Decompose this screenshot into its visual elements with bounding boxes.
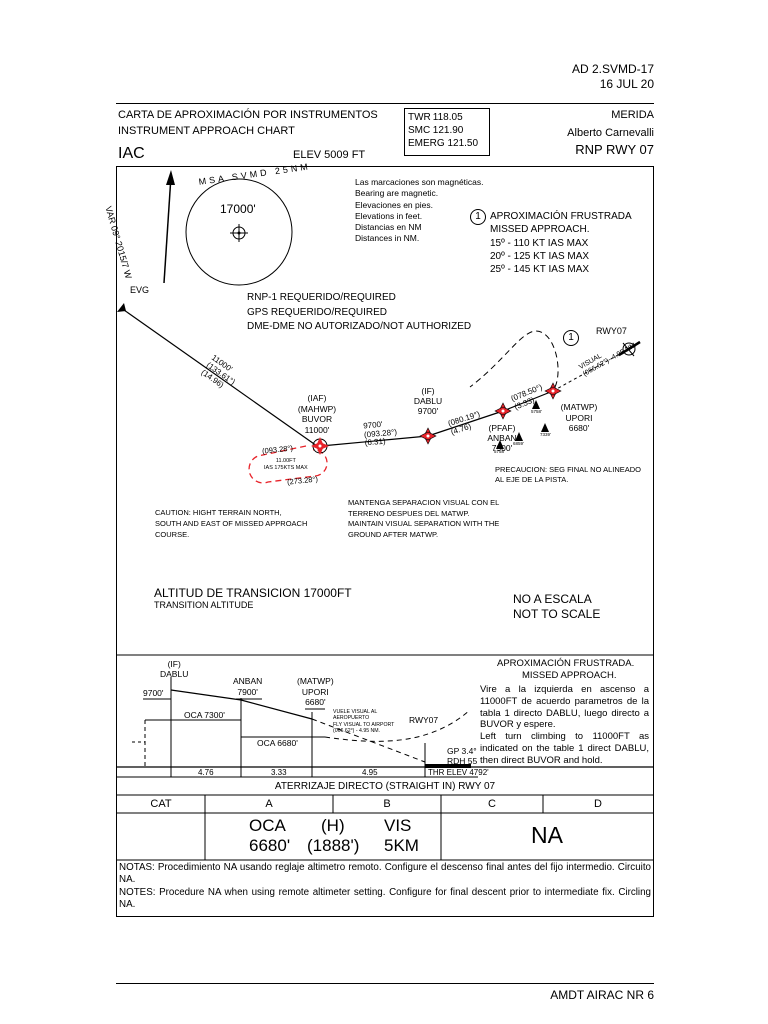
frequency-box: TWR 118.05 SMC 121.90 EMERG 121.50 bbox=[404, 108, 490, 156]
leg-dablu-anban bbox=[427, 410, 504, 437]
minima-h-value: (1888') bbox=[307, 836, 360, 855]
bearing-notes: Las marcaciones son magnéticas. Bearing … bbox=[355, 177, 484, 244]
evg-label: EVG bbox=[130, 285, 150, 295]
precaution-note: PRECAUCION: SEG FINAL NO ALINEADO AL EJE… bbox=[495, 465, 642, 484]
title-en: INSTRUMENT APPROACH CHART bbox=[118, 125, 295, 137]
iac-label: IAC bbox=[118, 145, 145, 162]
procedure-name: RNP RWY 07 bbox=[575, 142, 654, 157]
header-top-rule bbox=[116, 103, 654, 104]
minima-na: NA bbox=[531, 822, 563, 848]
notes-en: NOTES: Procedure NA when using remote al… bbox=[119, 887, 651, 911]
minima-cat-header: CAT bbox=[150, 798, 172, 810]
runway-label: RWY07 bbox=[596, 326, 627, 336]
page-date: 16 JUL 20 bbox=[599, 77, 654, 91]
leg-anban-upori bbox=[502, 390, 554, 412]
profile-oca-7300: OCA 7300' bbox=[184, 710, 225, 720]
missed-approach-path bbox=[469, 330, 559, 388]
terrain-caution: CAUTION: HIGHT TERRAIN NORTH, SOUTH AND … bbox=[155, 508, 308, 539]
obstacle-label-3: 6859' bbox=[513, 441, 524, 446]
scale-note: NO A ESCALA NOT TO SCALE bbox=[513, 592, 601, 621]
rnp-requirements: RNP-1 REQUERIDO/REQUIRED GPS REQUERIDO/R… bbox=[247, 292, 472, 332]
msa-center-symbol bbox=[230, 224, 248, 242]
missed-instructions-es: Vire a la izquierda en ascenso a 11000FT… bbox=[480, 684, 649, 731]
msa-circle bbox=[185, 178, 293, 286]
obstacle-label-2: 7339' bbox=[540, 432, 551, 437]
north-arrow-icon bbox=[163, 170, 175, 284]
page-ref: AD 2.SVMD-17 bbox=[571, 62, 654, 76]
elevation: ELEV 5009 FT bbox=[293, 149, 366, 161]
anban-fix-symbol bbox=[494, 402, 512, 420]
minima-cat-c: C bbox=[488, 798, 496, 810]
airport-name: Alberto Carnevalli bbox=[567, 127, 654, 139]
hold-restrictions: 11.00FT IAS 175KTS MAX bbox=[264, 458, 308, 471]
runway-symbol bbox=[618, 340, 641, 357]
freq-smc: SMC 121.90 bbox=[408, 125, 464, 136]
missed-mark-circle: 1 bbox=[563, 330, 579, 346]
profile-missed-title-es: APROXIMACIÓN FRUSTRADA. bbox=[497, 658, 635, 669]
profile-anban: ANBAN 7900' bbox=[233, 676, 263, 697]
transition-altitude-en: TRANSITION ALTITUDE bbox=[154, 600, 254, 610]
minima-table-lines bbox=[117, 794, 653, 861]
minima-oca-label: OCA bbox=[249, 816, 286, 835]
minima-cat-a: A bbox=[265, 798, 273, 810]
minima-oca-value: 6680' bbox=[249, 836, 291, 855]
threshold-elevation: THR ELEV 4792' bbox=[428, 768, 489, 777]
profile-dist-3: 4.95 bbox=[362, 768, 378, 777]
freq-twr: TWR 118.05 bbox=[408, 112, 463, 123]
obstacle-label-1: 5758' bbox=[531, 409, 542, 414]
profile-dablu-alt: 9700' bbox=[143, 688, 164, 698]
leg2-labels: 9700' (093.28°) (6.31) bbox=[362, 419, 398, 448]
minima-vis-value: 5KM bbox=[384, 836, 419, 855]
profile-oca-6680: OCA 6680' bbox=[257, 738, 298, 748]
profile-fly-visual: VUELE VISUAL AL AEROPUERTO FLY VISUAL TO… bbox=[333, 709, 395, 735]
msa-altitude: 17000' bbox=[220, 202, 256, 216]
missed-instructions-en: Left turn climbing to 11000FT as indicat… bbox=[480, 731, 649, 766]
evg-marker bbox=[117, 303, 126, 312]
dablu-fix-symbol bbox=[419, 427, 437, 445]
profile-gp: GP 3.4° bbox=[447, 746, 477, 756]
minima-vis-label: VIS bbox=[384, 816, 412, 835]
profile-dist-1: 4.76 bbox=[198, 768, 214, 777]
upori-fix-symbol bbox=[544, 382, 562, 400]
holding-pattern bbox=[248, 445, 328, 484]
visual-segment bbox=[552, 349, 628, 392]
profile-dist-2: 3.33 bbox=[271, 768, 287, 777]
title-es: CARTA DE APROXIMACIÓN POR INSTRUMENTOS bbox=[118, 109, 378, 121]
profile-if-label: (IF) DABLU bbox=[160, 659, 189, 679]
buvor-fix-symbol bbox=[311, 437, 329, 455]
profile-rdh: RDH 55 bbox=[447, 756, 478, 766]
if-fix-label: (IF) DABLU 9700' bbox=[413, 386, 443, 416]
obstacle-label-4: 5758' bbox=[494, 449, 505, 454]
minima-cat-b: B bbox=[383, 798, 391, 810]
visual-separation-note: MANTENGA SEPARACION VISUAL CON EL TERREN… bbox=[348, 498, 500, 539]
missed-ref-circle: 1 bbox=[470, 209, 486, 225]
minima-cat-d: D bbox=[594, 798, 602, 810]
freq-emerg: EMERG 121.50 bbox=[408, 138, 479, 149]
footer-amendment: AMDT AIRAC NR 6 bbox=[550, 988, 654, 1002]
minima-h-label: (H) bbox=[321, 816, 345, 835]
pfaf-label: (PFAF) ANBAN 7900' bbox=[487, 423, 517, 453]
chart-frame bbox=[116, 166, 654, 917]
profile-graphics bbox=[117, 654, 653, 778]
city: MERIDA bbox=[611, 109, 654, 121]
missed-speed-block: APROXIMACIÓN FRUSTRADA MISSED APPROACH. … bbox=[490, 211, 632, 276]
leg-evg-buvor bbox=[123, 309, 318, 447]
profile-missed-title-en: MISSED APPROACH. bbox=[522, 670, 617, 681]
transition-altitude: ALTITUD DE TRANSICION 17000FT bbox=[154, 586, 352, 600]
minima-title: ATERRIZAJE DIRECTO (STRAIGHT IN) RWY 07 bbox=[274, 781, 496, 792]
profile-matwp: (MATWP) UPORI 6680' bbox=[297, 676, 334, 707]
iaf-label: (IAF) (MAHWP) BUVOR 11000' bbox=[297, 393, 337, 435]
leg-buvor-dablu bbox=[320, 435, 429, 447]
obstacle-symbols bbox=[496, 400, 549, 449]
notes-es: NOTAS: Procedimiento NA usando reglaje a… bbox=[119, 862, 651, 886]
matwp-label: (MATWP) UPORI 6680' bbox=[560, 402, 598, 433]
profile-rwy-label: RWY07 bbox=[409, 715, 439, 725]
footer-rule bbox=[116, 983, 654, 984]
